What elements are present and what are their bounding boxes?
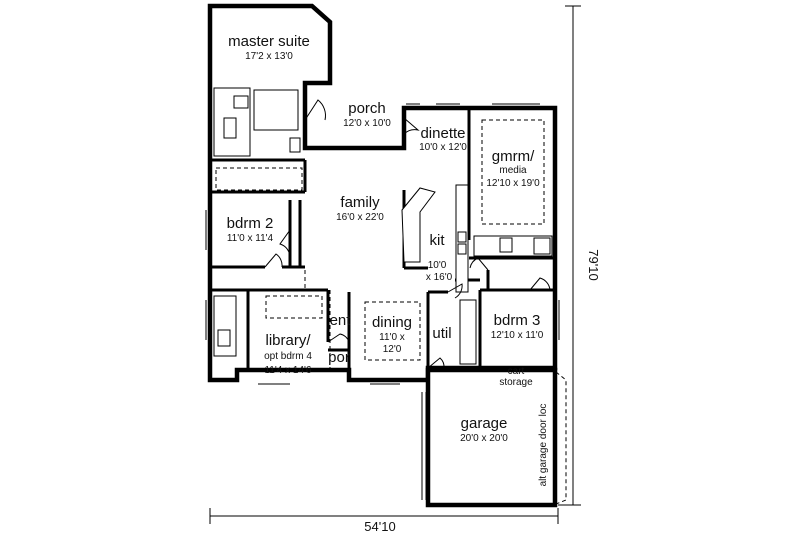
overall-width-label: 54'10 [364, 519, 395, 533]
gmrm-name-line1: gmrm/ [492, 148, 535, 165]
garage-walls [425, 367, 558, 508]
interior-walls [210, 108, 555, 370]
family-size: 16'0 x 22'0 [336, 212, 384, 223]
dinette-name: dinette [420, 125, 465, 142]
bdrm3-size: 12'10 x 11'0 [491, 330, 544, 341]
util-name: util [432, 325, 451, 342]
windows [205, 13, 560, 385]
kitchen-counters [401, 184, 469, 293]
bdrm2-size: 11'0 x 11'4 [227, 233, 274, 244]
cart-storage-line2: storage [499, 377, 533, 388]
dining-name: dining [372, 314, 412, 331]
ent-name: ent [330, 312, 352, 329]
por-name: por [328, 349, 350, 366]
kit-size-line1: 10'0 [428, 260, 447, 271]
alt-garage-door [555, 371, 567, 505]
room-labels: master suite 17'2 x 13'0 porch 12'0 x 10… [227, 33, 549, 486]
alt-garage-door-label: alt garage door loc [538, 404, 549, 487]
porch-name: porch [348, 100, 386, 117]
dinette-size: 10'0 x 12'0 [419, 142, 467, 153]
doors [264, 99, 551, 369]
bdrm3-name: bdrm 3 [494, 312, 541, 329]
bdrm2-name: bdrm 2 [227, 215, 274, 232]
dimension-lines [209, 5, 581, 524]
bath-fixtures [213, 87, 553, 365]
cart-storage-line1: cart [508, 366, 525, 377]
ceiling-lines [265, 119, 545, 370]
gmrm-name-line2: media [499, 165, 527, 176]
garage-name: garage [461, 415, 508, 432]
kit-size-line2: x 16'0 [426, 272, 453, 283]
kit-name: kit [430, 232, 446, 249]
overall-depth-label: 79'10 [586, 249, 601, 280]
library-name-line2: opt bdrm 4 [264, 351, 312, 362]
master-suite-name: master suite [228, 33, 310, 50]
gmrm-size: 12'10 x 19'0 [486, 178, 540, 189]
library-name-line1: library/ [265, 332, 311, 349]
exterior-walls [207, 3, 558, 383]
family-name: family [340, 194, 380, 211]
dining-size-line2: 12'0 [383, 344, 402, 355]
garage-size: 20'0 x 20'0 [460, 433, 508, 444]
library-size: 11'4 x 14'6 [264, 365, 311, 376]
dining-size-line1: 11'0 x [379, 332, 405, 343]
porch-size: 12'0 x 10'0 [343, 118, 391, 129]
master-suite-size: 17'2 x 13'0 [245, 51, 293, 62]
